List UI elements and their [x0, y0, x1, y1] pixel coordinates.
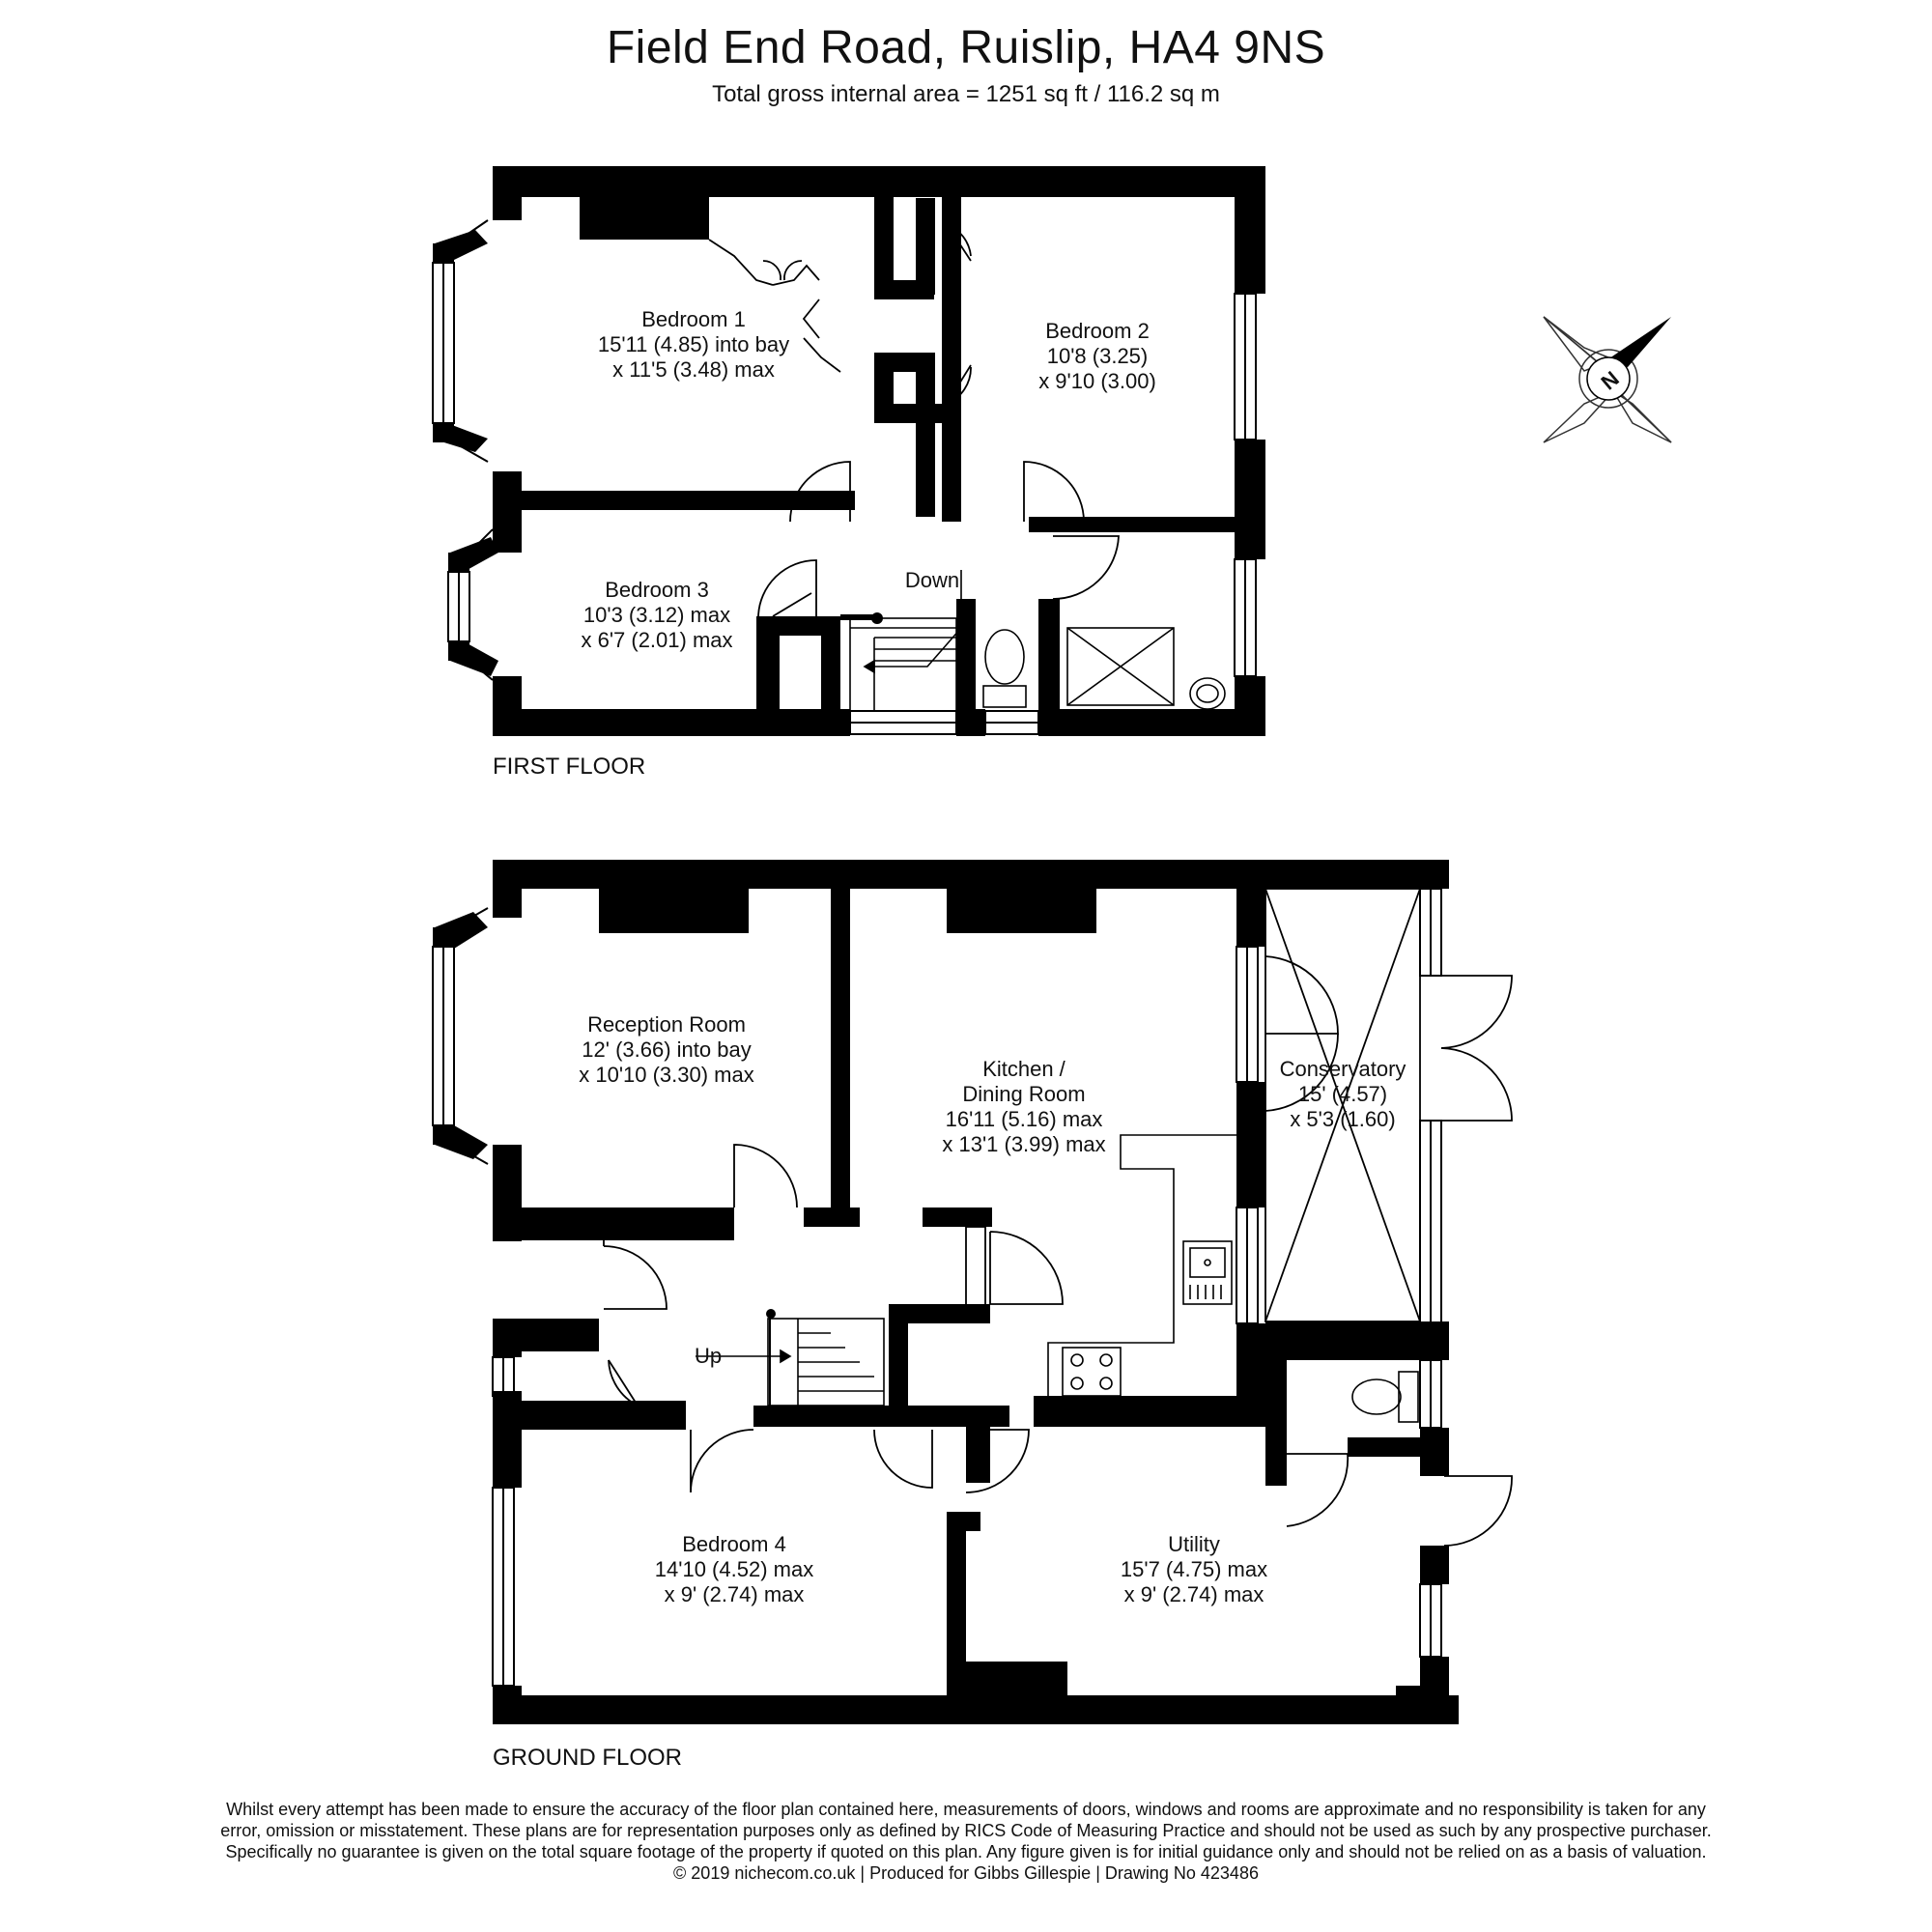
stairs-down-label: Down	[905, 568, 959, 592]
bedroom1-name: Bedroom 1	[641, 307, 746, 331]
bedroom3-size: 10'3 (3.12) max	[583, 603, 730, 627]
compass-rose: N	[1543, 316, 1672, 443]
plan-title: Field End Road, Ruislip, HA4 9NS	[606, 22, 1326, 73]
kitchen-name-2: Dining Room	[962, 1082, 1085, 1106]
bedroom4-size-max: x 9' (2.74) max	[665, 1582, 805, 1606]
ground-floor-label: GROUND FLOOR	[493, 1745, 683, 1771]
kitchen-size: 16'11 (5.16) max	[946, 1107, 1103, 1131]
bedroom2-name: Bedroom 2	[1045, 319, 1150, 343]
bedroom1-size-max: x 11'5 (3.48) max	[612, 357, 775, 382]
disclaimer-line: Specifically no guarantee is given on th…	[225, 1842, 1707, 1861]
bedroom3-name: Bedroom 3	[605, 578, 709, 602]
copyright-line: © 2019 nichecom.co.uk | Produced for Gib…	[673, 1863, 1259, 1883]
ground-floor-plan	[432, 860, 1513, 1724]
ground-floor-labels: Reception Room 12' (3.66) into bay x 10'…	[579, 1012, 1406, 1606]
first-floor-doors	[708, 223, 1120, 617]
first-floor-walls	[433, 166, 1265, 736]
utility-name: Utility	[1168, 1532, 1220, 1556]
stairs-up-label: Up	[695, 1344, 722, 1368]
ground-floor-walls	[433, 860, 1459, 1724]
reception-name: Reception Room	[587, 1012, 746, 1037]
bedroom4-name: Bedroom 4	[682, 1532, 786, 1556]
disclaimer-line: error, omission or misstatement. These p…	[220, 1821, 1712, 1840]
first-floor-label: FIRST FLOOR	[493, 753, 646, 780]
bedroom2-size-max: x 9'10 (3.00)	[1038, 369, 1156, 393]
utility-size: 15'7 (4.75) max	[1121, 1557, 1267, 1581]
ground-floor-doors	[603, 888, 1513, 1547]
bedroom4-size: 14'10 (4.52) max	[655, 1557, 813, 1581]
conservatory-size-max: x 5'3 (1.60)	[1290, 1107, 1395, 1131]
disclaimer: Whilst every attempt has been made to en…	[97, 1799, 1835, 1884]
conservatory-name: Conservatory	[1280, 1057, 1406, 1081]
first-floor-plan	[432, 166, 1265, 736]
bedroom3-size-max: x 6'7 (2.01) max	[581, 628, 732, 652]
bedroom2-size: 10'8 (3.25)	[1047, 344, 1149, 368]
compass-north-arrow	[1604, 317, 1671, 367]
kitchen-name: Kitchen /	[982, 1057, 1065, 1081]
disclaimer-line: Whilst every attempt has been made to en…	[226, 1800, 1706, 1819]
kitchen-size-max: x 13'1 (3.99) max	[942, 1132, 1105, 1156]
ground-floor-fixtures	[696, 1134, 1419, 1423]
utility-size-max: x 9' (2.74) max	[1124, 1582, 1264, 1606]
reception-size: 12' (3.66) into bay	[582, 1037, 751, 1062]
conservatory-size: 15' (4.57)	[1298, 1082, 1387, 1106]
first-floor-fixtures	[849, 570, 1226, 712]
reception-size-max: x 10'10 (3.30) max	[579, 1063, 754, 1087]
first-floor-labels: Bedroom 1 15'11 (4.85) into bay x 11'5 (…	[581, 307, 1155, 652]
total-area: Total gross internal area = 1251 sq ft /…	[712, 81, 1220, 107]
bedroom1-size: 15'11 (4.85) into bay	[598, 332, 789, 356]
first-floor-windows	[432, 219, 1257, 735]
